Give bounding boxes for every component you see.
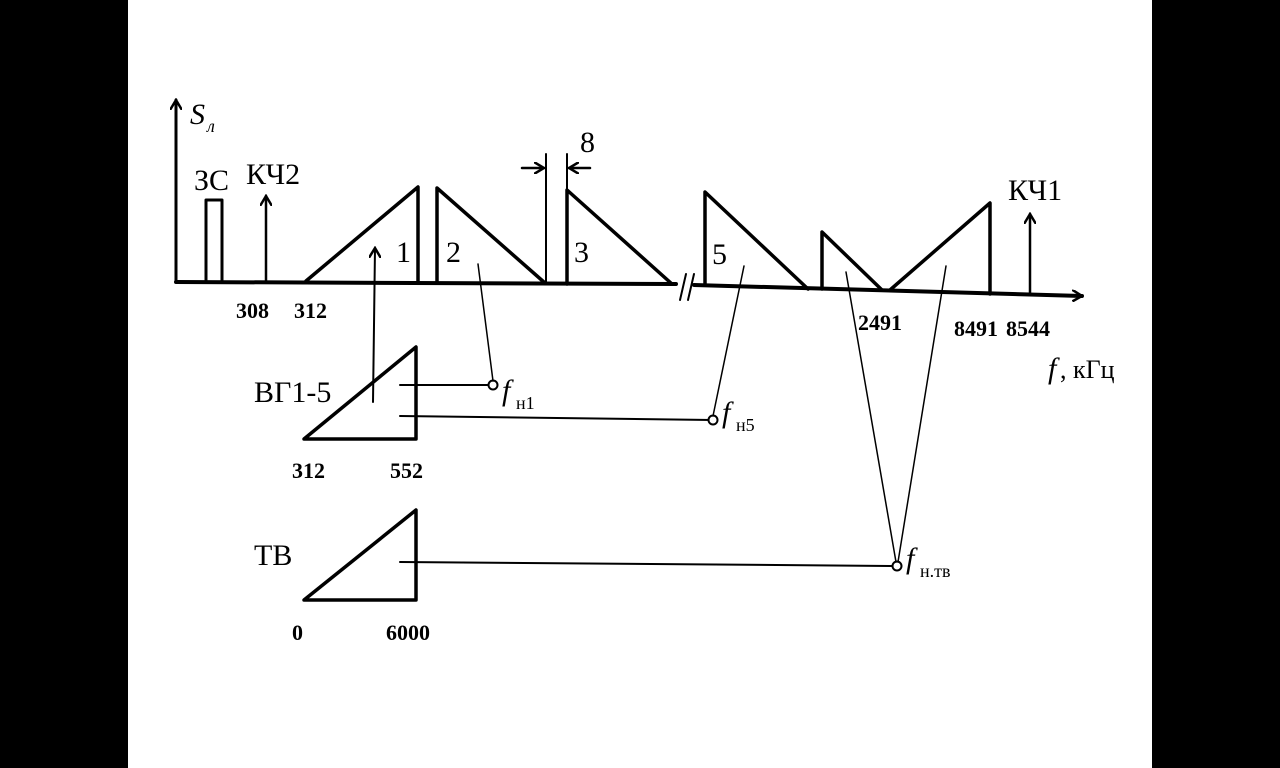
gap-label: 8 — [580, 126, 595, 159]
fn5-to-group5-line — [712, 265, 745, 417]
page — [128, 0, 1152, 768]
tick-8544: 8544 — [1006, 316, 1050, 341]
zs-pulse — [204, 198, 224, 282]
x-axis-unit: , кГц — [1060, 355, 1115, 384]
tick-312: 312 — [294, 298, 327, 323]
tick-2491: 2491 — [858, 310, 902, 335]
fn1-to-group2-line — [477, 263, 494, 382]
tv-spectrum-direct — [888, 201, 992, 296]
group-3-triangle — [565, 188, 674, 286]
vg-label: ВГ1-5 — [254, 376, 331, 409]
tv-end-tick: 6000 — [386, 620, 430, 645]
group-3-label: 3 — [574, 236, 589, 269]
fn5-line — [399, 415, 713, 421]
kch1-label: КЧ1 — [1008, 174, 1062, 207]
fn5-symbol: f — [722, 396, 734, 429]
x-axis-symbol: f — [1048, 352, 1060, 385]
vg-end-tick: 552 — [390, 458, 423, 483]
fntv-line — [399, 561, 897, 567]
vg-start-tick: 312 — [292, 458, 325, 483]
tick-8491: 8491 — [954, 316, 998, 341]
y-axis-symbol: S — [190, 98, 205, 131]
fn1-point — [487, 379, 499, 391]
fntv-symbol: f — [906, 542, 918, 575]
fn1-subscript: н1 — [516, 393, 535, 413]
group-2-triangle — [435, 186, 547, 285]
axis-break-mark — [679, 273, 687, 301]
fntv-subscript: н.тв — [920, 561, 951, 581]
fntv-to-direct-line — [897, 265, 947, 563]
group-1-triangle — [304, 185, 420, 285]
fntv-point — [891, 560, 903, 572]
group-1-label: 1 — [396, 236, 411, 269]
fntv-to-inverted-line — [845, 271, 897, 563]
vg-triangle — [302, 345, 418, 441]
x-axis-left — [174, 280, 678, 286]
y-axis-subscript: л — [206, 116, 215, 136]
group-5-label: 5 — [712, 238, 727, 271]
kch2-label: КЧ2 — [246, 158, 300, 191]
group-5-triangle — [703, 190, 810, 291]
tv-triangle — [302, 508, 418, 602]
tick-308: 308 — [236, 298, 269, 323]
fn5-subscript: н5 — [736, 415, 755, 435]
x-axis-right — [692, 283, 1082, 296]
group-2-label: 2 — [446, 236, 461, 269]
tv-spectrum-inverted — [820, 230, 884, 292]
tv-start-tick: 0 — [292, 620, 303, 645]
tv-label: ТВ — [254, 539, 292, 572]
zs-label: ЗС — [194, 164, 229, 197]
fn1-symbol: f — [502, 374, 514, 407]
fn5-point — [707, 414, 719, 426]
vg-to-group1-arrow — [373, 248, 375, 403]
axis-break-mark — [687, 273, 695, 301]
